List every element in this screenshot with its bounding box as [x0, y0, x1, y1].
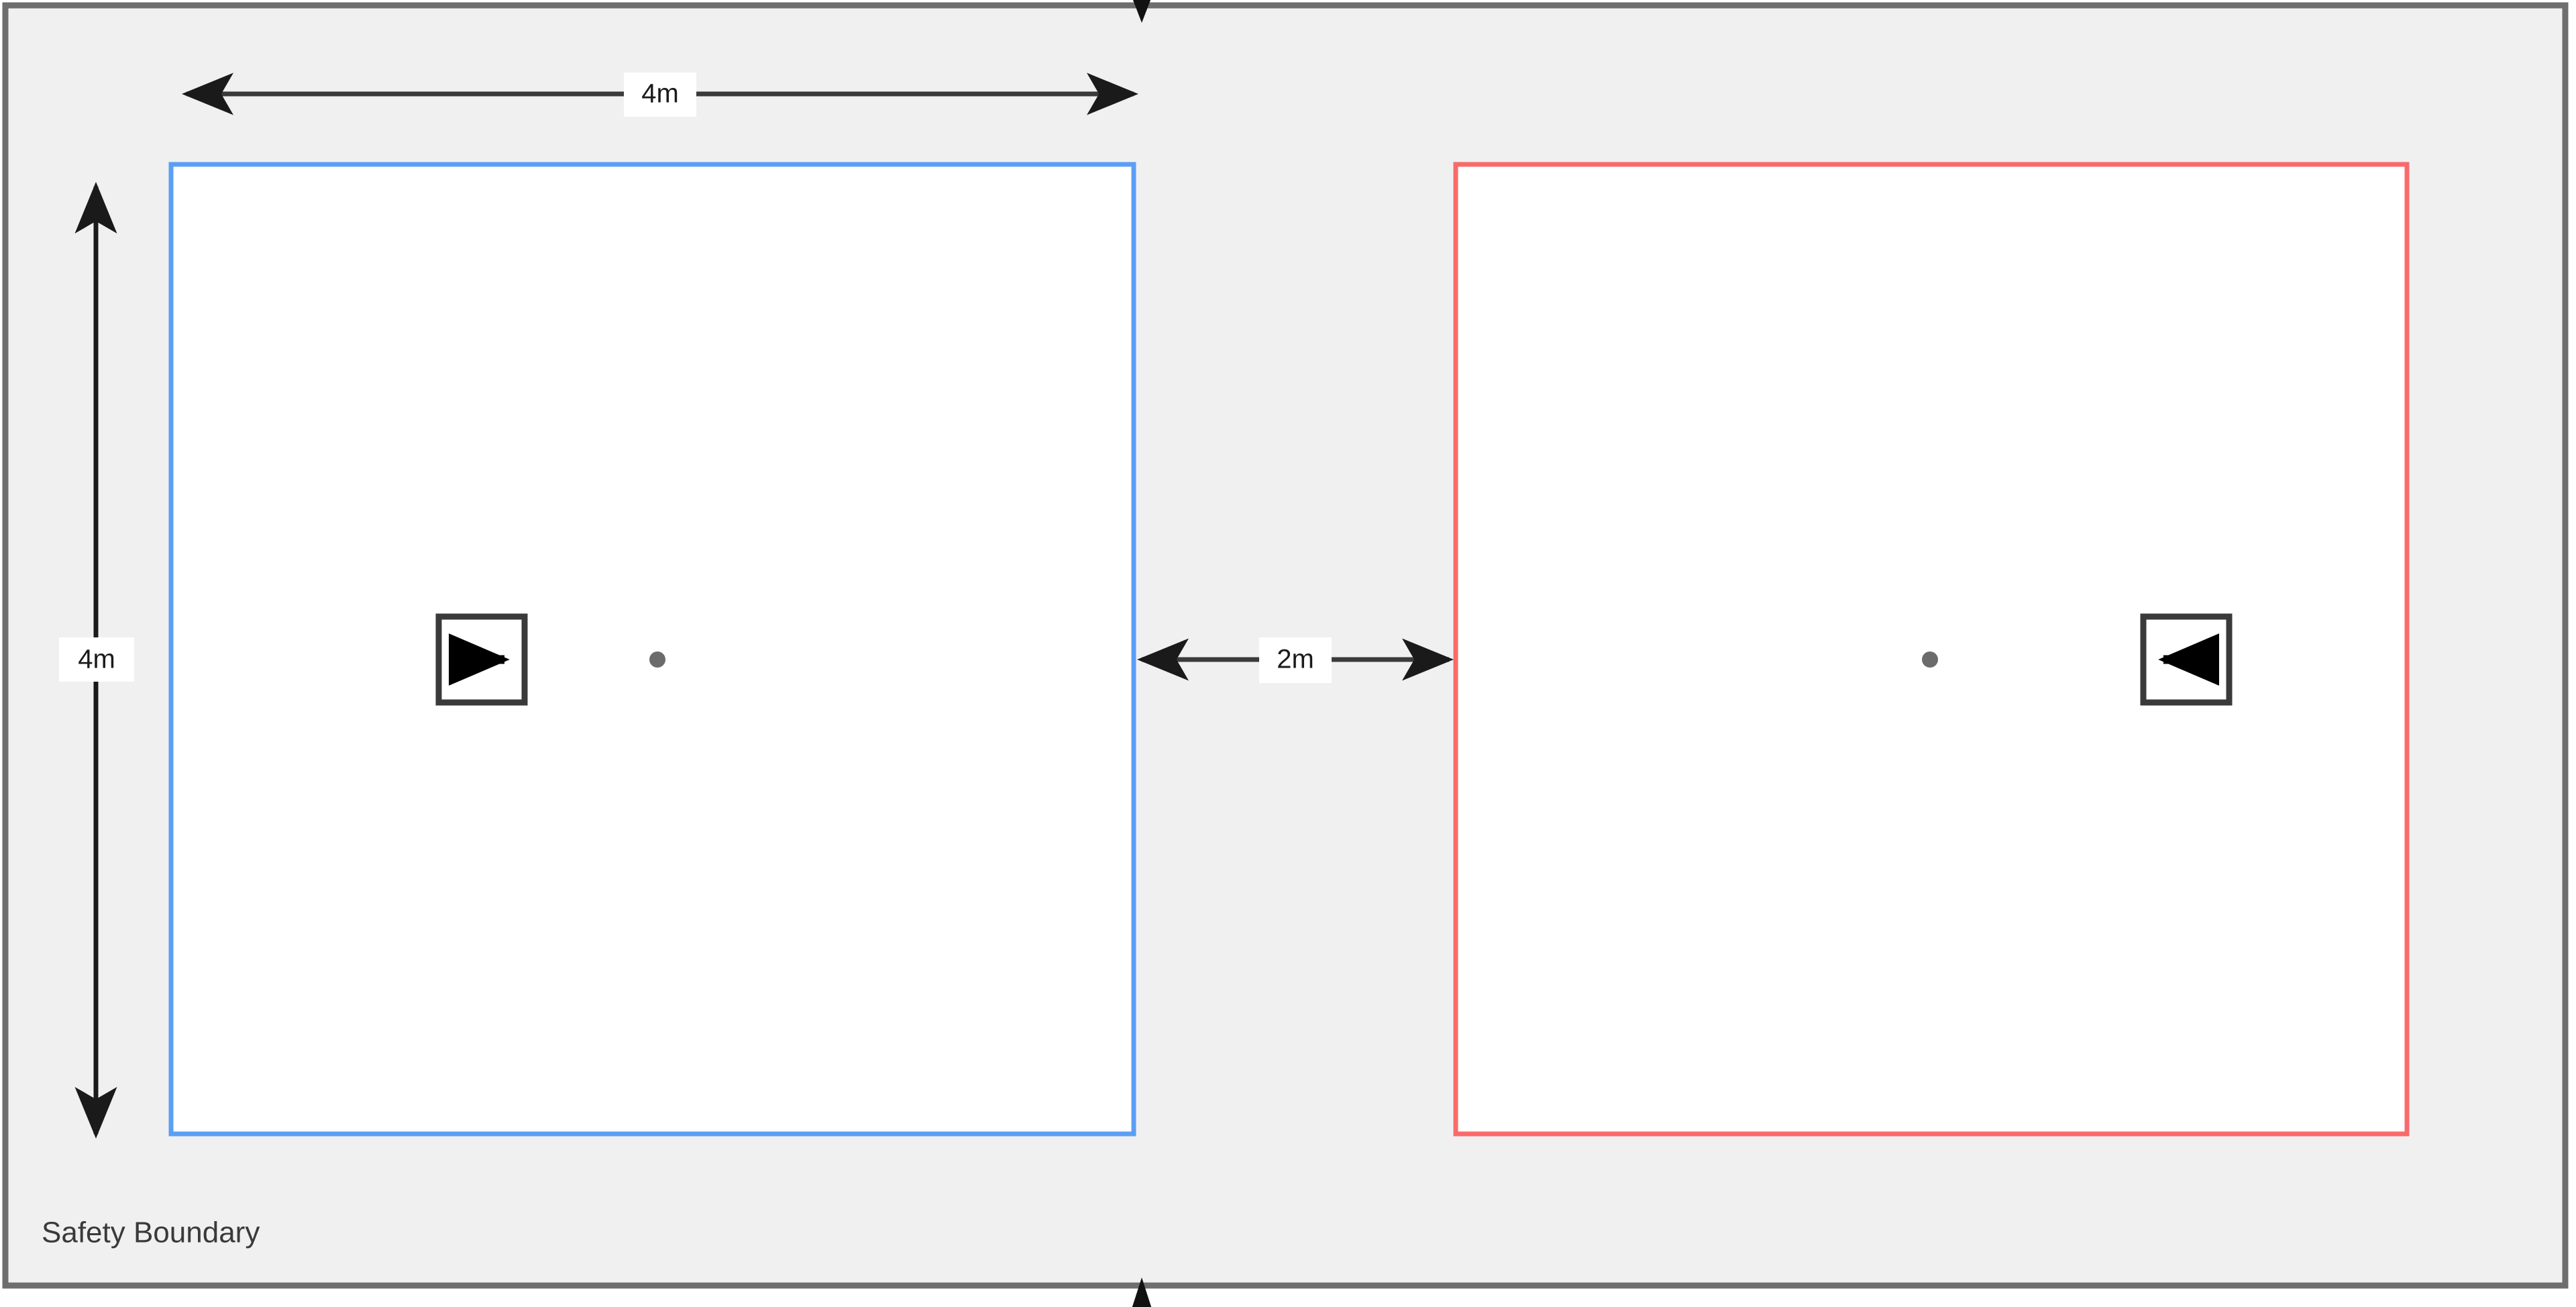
zone-red-rect[interactable]: [1453, 162, 2410, 1137]
dimension-height-left: 4m: [59, 182, 134, 1139]
dimension-gap-center-label-bg: [1259, 637, 1332, 683]
safety-boundary-caption: Safety Boundary: [42, 1216, 260, 1249]
robot-b[interactable]: [2140, 613, 2233, 706]
dimension-gap-center-label: 2m: [1277, 645, 1314, 674]
dimension-height-left-label: 4m: [78, 645, 115, 674]
robot-a[interactable]: [435, 613, 528, 706]
tick-bottom-center-icon: [1132, 1277, 1152, 1307]
zone-blue-rect[interactable]: [168, 162, 1136, 1137]
tick-top-center-icon: [1132, 0, 1151, 23]
dimension-gap-center: 2m: [1137, 637, 1454, 683]
robot-b-body[interactable]: [2140, 613, 2233, 706]
goal-a-dot-icon: [649, 651, 665, 668]
dimension-width-top: 4m: [182, 72, 1138, 117]
dimension-height-left-label-bg: [59, 637, 134, 682]
dimension-width-top-label-bg: [624, 72, 696, 117]
dimension-width-top-label: 4m: [641, 79, 679, 109]
goal-b-dot-icon: [1922, 651, 1938, 668]
